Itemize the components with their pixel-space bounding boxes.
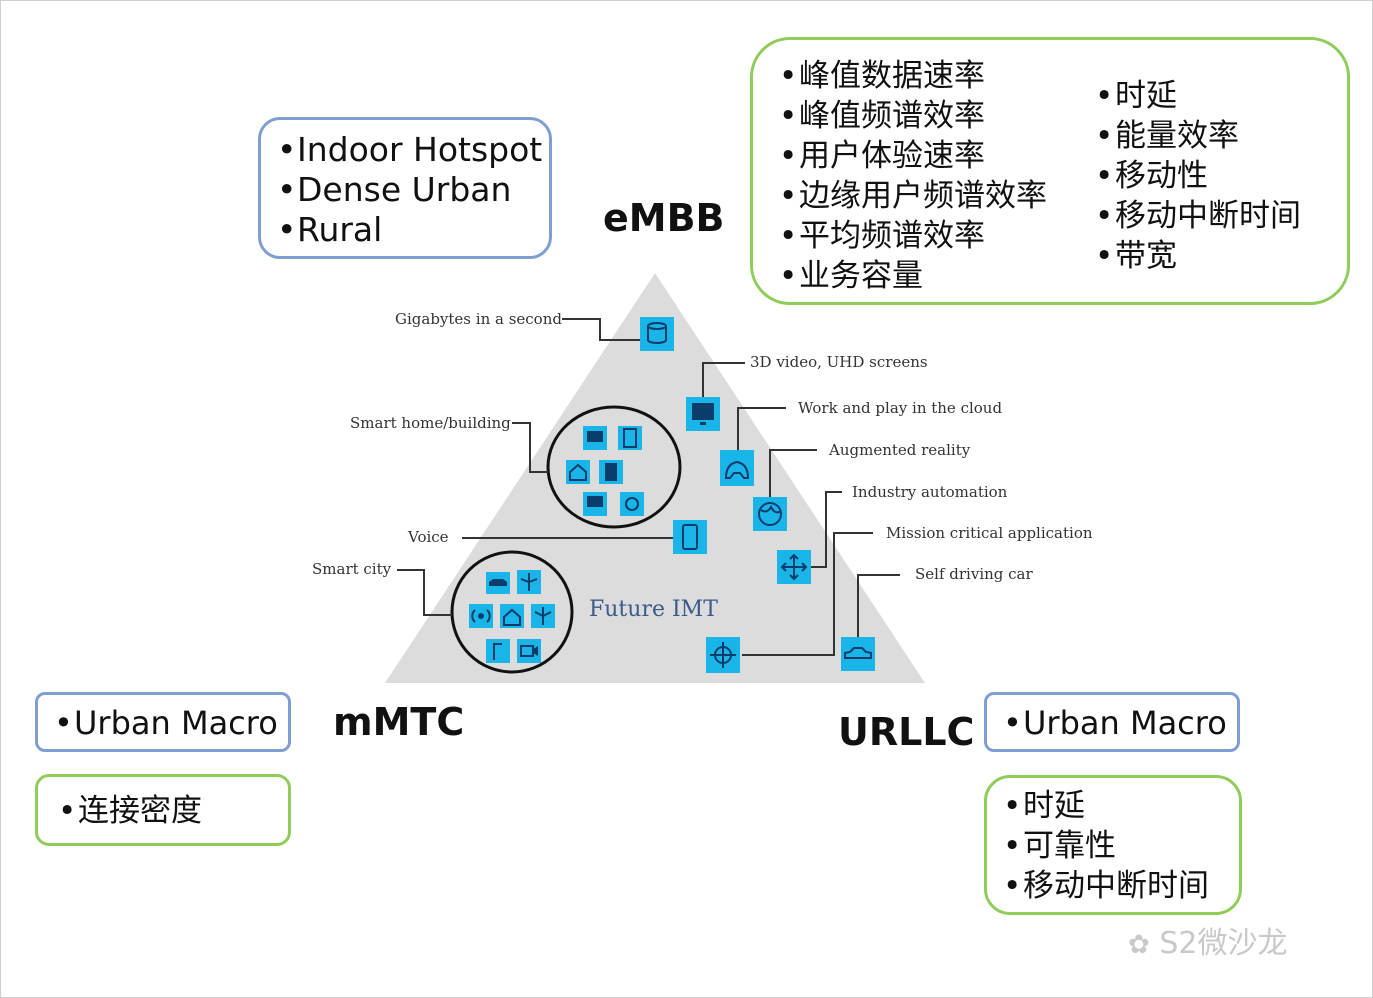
leader-lines [397, 318, 900, 656]
urllc-scenarios-box: Urban Macro [984, 692, 1240, 752]
kpi-item: 带宽 [1095, 236, 1301, 276]
kpi-item: 边缘用户频谱效率 [779, 176, 1047, 216]
kpi-item: 时延 [1003, 786, 1239, 826]
scenario-item: Urban Macro [54, 703, 288, 743]
kpi-item: 移动中断时间 [1095, 196, 1301, 236]
label-mission: Mission critical application [886, 524, 1093, 542]
kpi-item: 连接密度 [58, 791, 288, 831]
label-cloud: Work and play in the cloud [798, 399, 1002, 417]
phone-icon [673, 520, 707, 554]
smart-city-icons [469, 570, 555, 663]
car-icon [841, 637, 875, 671]
smart-home-icons [566, 426, 644, 516]
screen-icon [686, 397, 720, 431]
database-icon [640, 317, 674, 351]
kpi-item: 峰值数据速率 [779, 56, 1047, 96]
label-smart-city: Smart city [312, 560, 392, 578]
globe-icon [753, 497, 787, 531]
wechat-icon: ✿ [1128, 930, 1150, 960]
kpi-item: 用户体验速率 [779, 136, 1047, 176]
watermark: ✿ S2微沙龙 [1128, 918, 1287, 962]
embb-label: eMBB [603, 196, 725, 240]
urllc-label: URLLC [838, 710, 975, 754]
label-voice: Voice [407, 528, 449, 546]
label-smart-home: Smart home/building [350, 414, 511, 432]
mmtc-label: mMTC [333, 700, 465, 744]
kpi-item: 平均频谱效率 [779, 216, 1047, 256]
label-3d-video: 3D video, UHD screens [750, 353, 928, 371]
smart-city-circle [450, 550, 574, 674]
label-industry: Industry automation [852, 483, 1008, 501]
scenario-item: Dense Urban [277, 170, 549, 210]
label-self-driving: Self driving car [915, 565, 1033, 583]
scenario-item: Indoor Hotspot [277, 130, 549, 170]
embb-scenarios-box: Indoor Hotspot Dense Urban Rural [258, 117, 552, 259]
watermark-text: S2微沙龙 [1159, 926, 1288, 961]
industry-arrows-icon [777, 550, 811, 584]
future-imt-label: Future IMT [589, 597, 718, 622]
label-ar: Augmented reality [828, 441, 971, 459]
kpi-item: 可靠性 [1003, 826, 1239, 866]
mmtc-scenarios-box: Urban Macro [35, 692, 291, 752]
scenario-item: Rural [277, 210, 549, 250]
scenario-item: Urban Macro [1003, 703, 1237, 743]
kpi-item: 峰值频谱效率 [779, 96, 1047, 136]
crosshair-icon [706, 637, 740, 673]
kpi-item: 时延 [1095, 76, 1301, 116]
smart-home-circle [546, 405, 682, 529]
mmtc-kpi-box: 连接密度 [35, 774, 291, 846]
urllc-kpi-box: 时延 可靠性 移动中断时间 [984, 775, 1242, 915]
label-gigabytes: Gigabytes in a second [395, 310, 562, 328]
gamepad-icon [720, 450, 754, 486]
kpi-item: 能量效率 [1095, 116, 1301, 156]
embb-kpi-box: 峰值数据速率 峰值频谱效率 用户体验速率 边缘用户频谱效率 平均频谱效率 业务容… [750, 37, 1350, 305]
kpi-item: 移动中断时间 [1003, 866, 1239, 906]
kpi-item: 移动性 [1095, 156, 1301, 196]
kpi-item: 业务容量 [779, 256, 1047, 296]
